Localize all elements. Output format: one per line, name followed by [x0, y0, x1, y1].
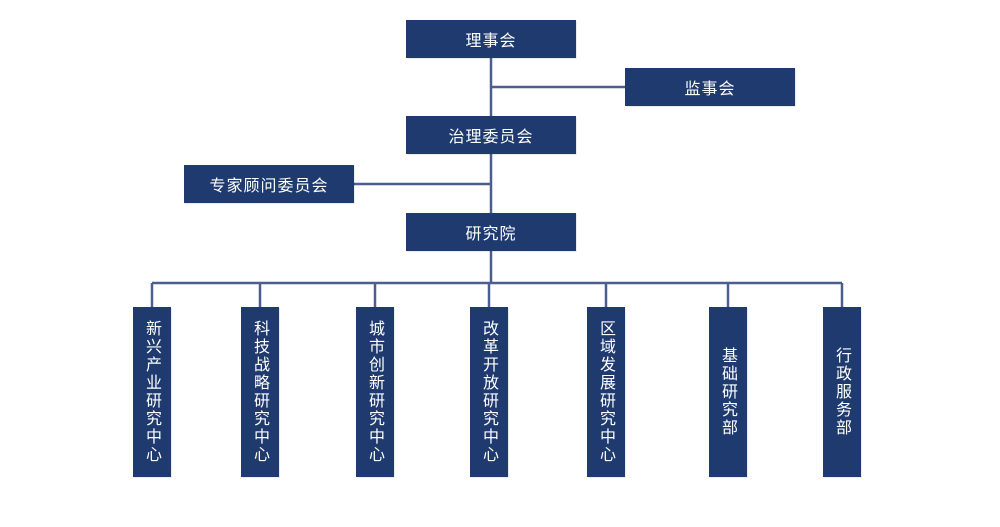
department-label: 科技战略研究中心	[251, 320, 270, 464]
governance-committee-label: 治理委员会	[448, 127, 534, 146]
department-label: 改革开放研究中心	[480, 320, 499, 464]
governance-committee-box: 治理委员会	[406, 116, 576, 154]
department-box-urban-innovation: 城市创新研究中心	[356, 307, 394, 477]
supervisory-board-box: 监事会	[625, 68, 795, 106]
department-label: 区域发展研究中心	[597, 320, 616, 464]
department-box-administrative-services: 行政服务部	[823, 307, 861, 477]
expert-advisory-committee-box: 专家顾问委员会	[184, 165, 354, 203]
department-label: 新兴产业研究中心	[143, 320, 162, 464]
department-box-reform-opening: 改革开放研究中心	[470, 307, 508, 477]
department-label: 基础研究部	[719, 347, 738, 437]
department-box-emerging-industries: 新兴产业研究中心	[133, 307, 171, 477]
institute-label: 研究院	[465, 224, 517, 243]
department-box-basic-research: 基础研究部	[709, 307, 747, 477]
institute-box: 研究院	[406, 213, 576, 251]
department-box-tech-strategy: 科技战略研究中心	[241, 307, 279, 477]
board-label: 理事会	[465, 31, 517, 50]
expert-advisory-committee-label: 专家顾问委员会	[209, 176, 329, 195]
department-label: 行政服务部	[833, 347, 852, 437]
department-label: 城市创新研究中心	[366, 320, 385, 464]
supervisory-board-label: 监事会	[684, 79, 736, 98]
board-box: 理事会	[406, 20, 576, 58]
department-box-regional-development: 区域发展研究中心	[587, 307, 625, 477]
